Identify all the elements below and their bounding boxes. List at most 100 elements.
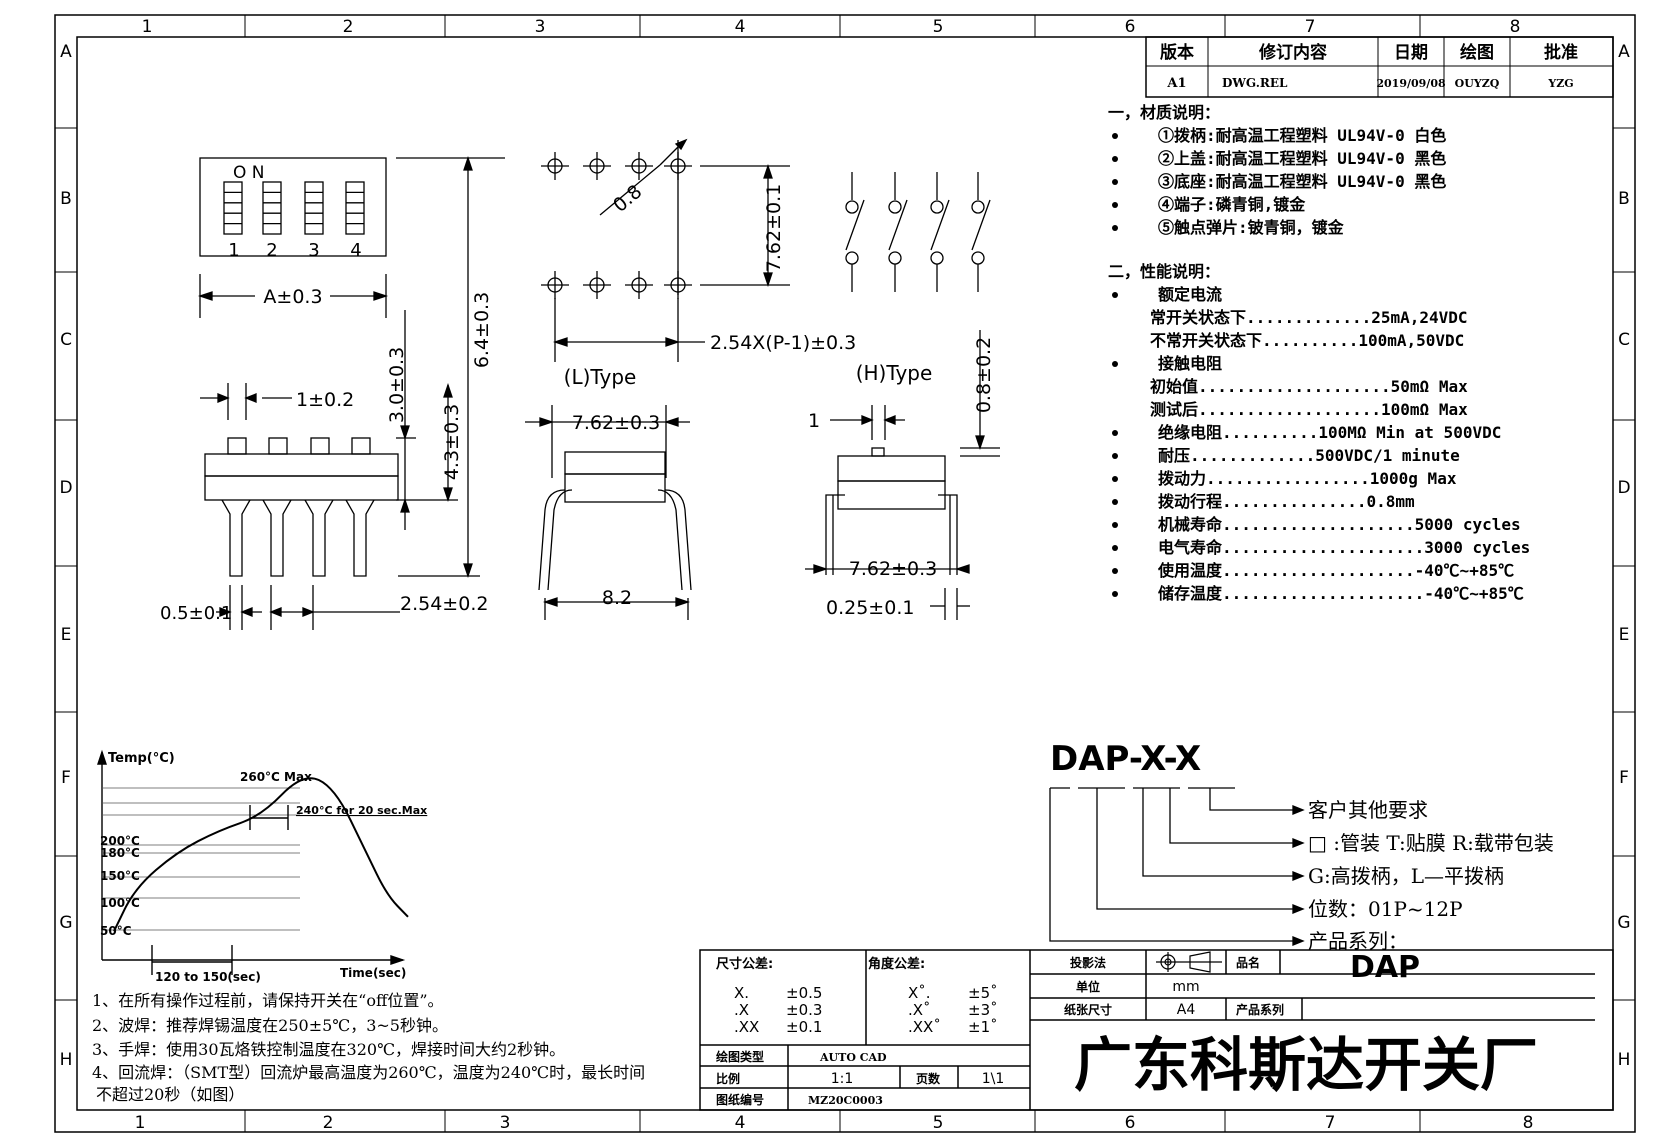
switch-slot [262, 181, 282, 235]
bullet-icon [1112, 430, 1118, 436]
scale-label: 比例 [716, 1071, 740, 1086]
dim-a: A±0.3 [263, 286, 322, 308]
size-tol-val: ±0.1 [786, 1018, 822, 1036]
zone-row-label: A [60, 42, 72, 62]
bullet-icon [1112, 522, 1118, 528]
zone-column-label: 5 [933, 1113, 944, 1133]
dim-h-thickness: 0.25±0.1 [826, 597, 914, 619]
switch-slot [345, 181, 365, 235]
dim-row-span: 7.62±0.1 [763, 184, 785, 272]
reflow-curve [113, 777, 409, 932]
materials-bullets [1112, 133, 1118, 231]
contact-circle [888, 200, 902, 214]
switch-slot [223, 181, 243, 235]
paper-value: A4 [1177, 1002, 1196, 1018]
page-label: 页数 [916, 1071, 941, 1086]
zone-column-label: 4 [735, 1113, 746, 1133]
zone-column-label: 5 [933, 17, 944, 37]
materials-heading: 一，材质说明： [1108, 103, 1220, 122]
page-value: 1\1 [982, 1071, 1005, 1087]
note-line: 2、波焊：推荐焊锡温度在250±5℃，3~5秒钟。 [92, 1016, 448, 1035]
performance-line: 不常开关状态下..........100mA,50VDC [1150, 331, 1464, 350]
rev-header-date: 日期 [1394, 43, 1428, 63]
zone-ticks [55, 15, 1635, 1132]
part-code-option: □ :管装 T:贴膜 R:载带包装 [1308, 831, 1554, 855]
zone-row-label: G [59, 913, 72, 933]
bullet-icon [1112, 499, 1118, 505]
bullet-icon [1112, 568, 1118, 574]
series-label: 产品系列 [1236, 1002, 1284, 1017]
zone-row-label: E [1619, 625, 1630, 645]
rev-header-drawn: 绘图 [1460, 42, 1494, 63]
bullet-icon [1112, 453, 1118, 459]
bullet-icon [1112, 361, 1118, 367]
size-tol-key: .X [734, 1001, 749, 1019]
angle-tol-key: .XX˚ [908, 1018, 941, 1036]
part-code-option: G:高拨柄，L—平拨柄 [1308, 864, 1504, 888]
h-type-title: (H)Type [856, 361, 933, 385]
size-tol-val: ±0.3 [786, 1001, 822, 1019]
zone-row-label: F [61, 768, 71, 788]
tick-label: 100°C [100, 896, 140, 910]
bullet-icon [1112, 225, 1118, 231]
unit-value: mm [1172, 979, 1199, 995]
material-item: ③底座:耐高温工程塑料 UL94V-0 黑色 [1158, 172, 1446, 191]
materials-section: 一，材质说明： ①拨柄:耐高温工程塑料 UL94V-0 白色 ②上盖:耐高温工程… [1108, 103, 1446, 237]
zone-row-label: D [1617, 478, 1630, 498]
zone-column-label: 1 [135, 1113, 146, 1133]
note-line: 1、在所有操作过程前，请保持开关在“off位置”。 [92, 991, 444, 1010]
dim-pin-width: 0.5±0.1 [160, 603, 232, 624]
dim-h2: 4.3±0.3 [441, 404, 463, 480]
size-tol-key: X. [734, 984, 749, 1002]
top-view: O N 1 2 3 4 A±0.3 [197, 157, 505, 318]
performance-line: 电气寿命.....................3000 cycles [1158, 538, 1530, 557]
performance-line: 储存温度.....................-40℃~+85℃ [1157, 584, 1524, 603]
zone-row-label: H [1618, 1050, 1631, 1070]
title-block [699, 949, 1614, 1111]
material-item: ⑤触点弹片:铍青铜，镀金 [1158, 218, 1345, 237]
part-code-option: 位数：01P~12P [1308, 897, 1463, 921]
performance-line: 拨动力.................1000g Max [1158, 469, 1457, 488]
bullet-icon [1112, 202, 1118, 208]
dim-h-width: 7.62±0.3 [849, 558, 937, 580]
dim-actuator: 1 [808, 410, 820, 432]
angle-tol-val: ±1˚ [968, 1018, 998, 1036]
contact-circle [930, 251, 944, 265]
size-tol-key: .XX [734, 1018, 759, 1036]
rev-content: DWG.REL [1222, 76, 1288, 90]
zone-column-label: 2 [323, 1113, 334, 1133]
zone-column-label: 2 [343, 17, 354, 37]
zone-row-label: B [60, 189, 72, 209]
zone-row-label: A [1618, 42, 1630, 62]
drawing-no-value: MZ20C0003 [808, 1094, 883, 1107]
dim-l-width: 7.62±0.3 [572, 412, 660, 434]
contact-circle [845, 251, 859, 265]
switch-schematic [845, 172, 991, 292]
performance-line: 绝缘电阻..........100MΩ Min at 500VDC [1158, 423, 1501, 442]
rev-drawn: OUYZQ [1455, 77, 1500, 90]
rev-approved: YZG [1547, 77, 1573, 90]
software-value: AUTO CAD [819, 1051, 887, 1064]
part-code-value: DAP-X-X [1050, 739, 1201, 779]
zone-row-label: G [1617, 913, 1630, 933]
side-view: 1±0.2 3.0±0.3 4.3±0.3 6.4±0.3 0.5±0.1 2.… [160, 155, 493, 630]
tick-label: 150°C [100, 869, 140, 883]
performance-line: 测试后...................100mΩ Max [1150, 400, 1468, 419]
performance-lines: 额定电流常开关状态下.............25mA,24VDC不常开关状态下… [1112, 285, 1530, 603]
tick-label: 180°C [100, 846, 140, 860]
position-number: 3 [308, 240, 319, 261]
rev-date: 2019/09/08 [1376, 77, 1446, 90]
contact-circle [971, 251, 985, 265]
performance-line: 机械寿命....................5000 cycles [1158, 515, 1521, 534]
bullet-icon [1112, 156, 1118, 162]
bullet-icon [1112, 591, 1118, 597]
part-code-leaders [1049, 787, 1305, 946]
company-name: 广东科斯达开关厂 [1074, 1031, 1538, 1099]
reflow-chart: Temp(°C) Time(sec) 260°C Max 240°C for 2… [97, 749, 427, 984]
tick-label: 50°C [100, 924, 132, 938]
contact-circle [971, 200, 985, 214]
zone-column-label: 6 [1125, 17, 1136, 37]
part-code: DAP-X-X 客户其他要求 □ :管装 T:贴膜 R:载带包装 G:高拨柄，L… [1049, 739, 1554, 953]
position-number: 4 [350, 240, 361, 261]
performance-section: 二，性能说明： 额定电流常开关状态下.............25mA,24VD… [1108, 262, 1530, 603]
